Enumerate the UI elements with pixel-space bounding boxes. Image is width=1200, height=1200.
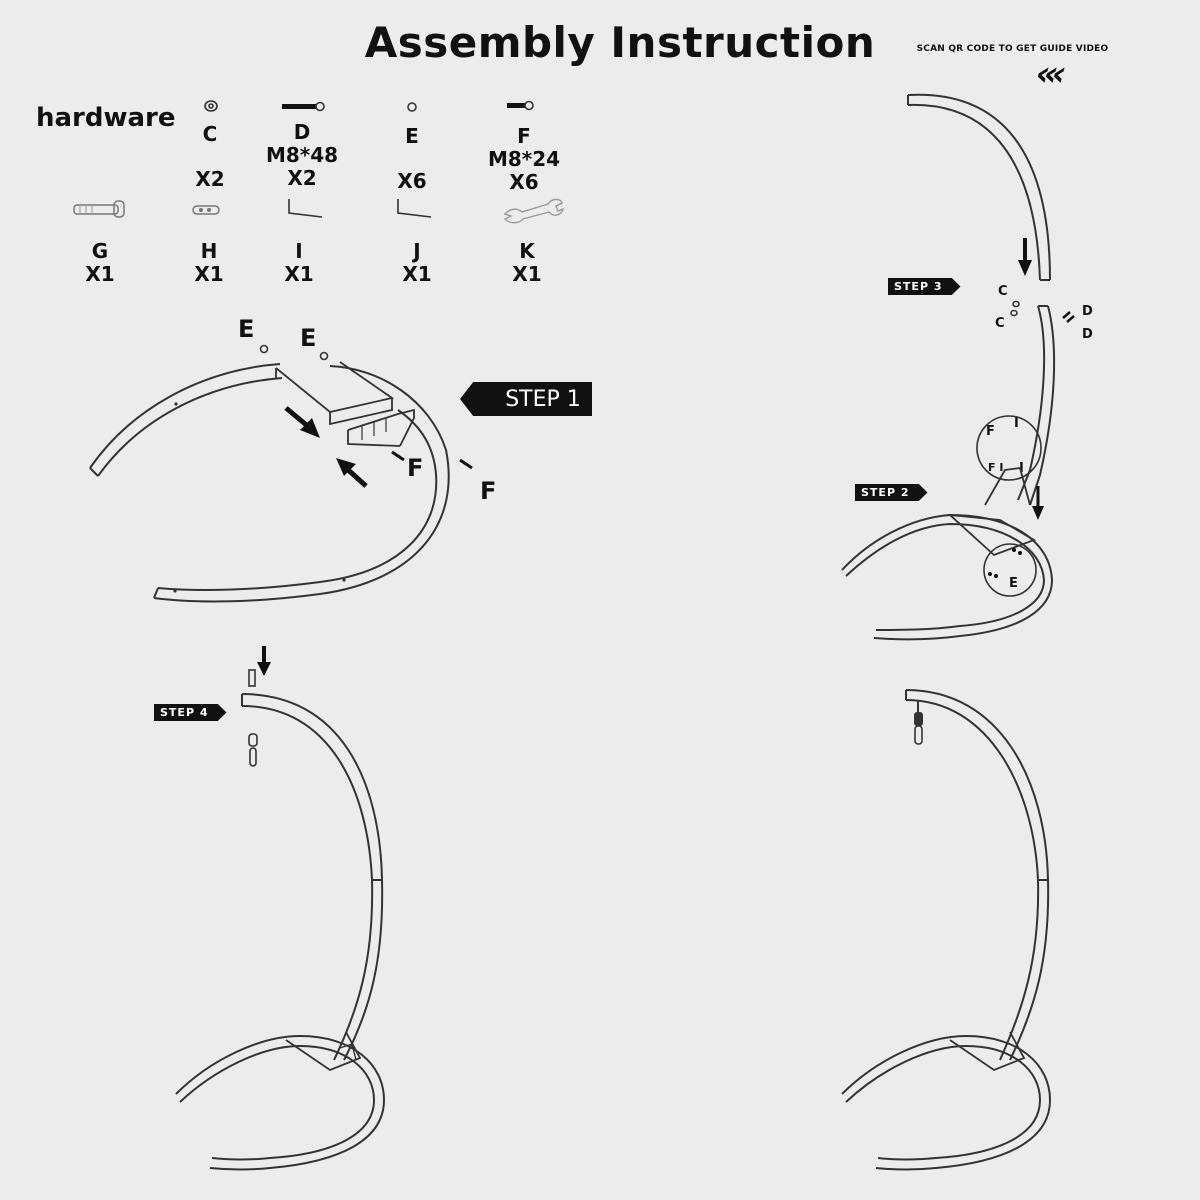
step1-callout-e: E (300, 324, 317, 352)
step3-detail-i: I (1014, 416, 1019, 431)
bolt-icon (73, 200, 125, 218)
hardware-item-f-qty: X6 (509, 170, 539, 194)
short-bolt-icon (459, 458, 473, 470)
step3-callout-c: C (998, 284, 1008, 299)
small-washer-icon (988, 548, 1022, 578)
page-title: Assembly Instruction (364, 18, 876, 67)
detail-circle (983, 543, 1037, 597)
step1-connector-plate (275, 361, 395, 426)
detail-circle (976, 415, 1042, 481)
hardware-item-d-letter: D (293, 120, 311, 144)
short-bolt-icon (507, 100, 534, 111)
hardware-item-i-letter: I (295, 239, 303, 263)
step3-lower-pole (1017, 305, 1056, 506)
short-bolt-icon (391, 450, 405, 462)
allen-key-icon (397, 199, 432, 218)
wrench-icon (503, 198, 565, 224)
step-3-tag: STEP 3 (888, 278, 961, 295)
step1-base-left-arc (89, 363, 283, 477)
step3-detail-fi: F I (988, 461, 1004, 474)
hardware-item-f-letter: F (517, 124, 531, 148)
hardware-item-g-qty: X1 (85, 262, 115, 286)
hardware-item-h-qty: X1 (194, 262, 224, 286)
step1-base-right-arc (153, 365, 450, 603)
step-4-tag: STEP 4 (154, 704, 227, 721)
hook-icon (914, 700, 923, 745)
pin-icon (192, 205, 220, 215)
allen-key-icon (288, 199, 323, 218)
hardware-item-i-qty: X1 (284, 262, 314, 286)
hardware-item-e-qty: X6 (397, 169, 427, 193)
step3-upper-arm (907, 93, 1051, 281)
bolt-icon (1062, 311, 1075, 323)
step2-callout-e: E (1009, 576, 1018, 591)
step1-callout-f: F (480, 477, 497, 505)
arrow-icon (257, 646, 271, 676)
small-washer-icon (407, 102, 417, 112)
hardware-item-k-letter: K (519, 239, 535, 263)
hardware-item-f-spec: M8*24 (487, 147, 561, 171)
hardware-item-c-qty: X2 (195, 167, 225, 191)
step1-callout-f: F (407, 454, 424, 482)
washer-icon (1010, 300, 1020, 317)
arrow-icon (284, 406, 320, 438)
hook-icon (248, 733, 258, 767)
step3-callout-c: C (995, 316, 1005, 331)
step-2-tag: STEP 2 (855, 484, 928, 501)
hardware-heading: hardware (36, 103, 176, 133)
step1-bracket (347, 408, 415, 447)
step4-stand (175, 693, 386, 1171)
hardware-item-d-spec: M8*48 (265, 143, 339, 167)
hardware-item-h-letter: H (200, 239, 218, 263)
step3-callout-d: D (1082, 304, 1093, 319)
step2-bracket (947, 467, 1037, 557)
washer-icon (259, 344, 269, 354)
step2-base (841, 513, 1054, 641)
arrow-icon (1032, 486, 1044, 520)
step3-detail-f: F (986, 424, 995, 439)
hardware-item-j-qty: X1 (402, 262, 432, 286)
bolt-icon (248, 669, 256, 687)
hardware-item-c-letter: C (202, 122, 218, 146)
washer-icon (204, 100, 218, 112)
arrow-icon (1018, 238, 1032, 276)
final-stand (841, 689, 1052, 1171)
step3-detail-i: I (1019, 461, 1024, 476)
washer-icon (319, 351, 329, 361)
qr-instruction: SCAN QR CODE TO GET GUIDE VIDEO (916, 44, 1109, 54)
hardware-item-e-letter: E (405, 124, 419, 148)
hardware-item-g-letter: G (91, 239, 109, 263)
hardware-item-j-letter: J (413, 239, 421, 263)
arrow-icon (336, 458, 368, 488)
step1-callout-e: E (238, 315, 255, 343)
hardware-item-k-qty: X1 (512, 262, 542, 286)
step3-callout-d: D (1082, 327, 1093, 342)
step-1-tag: STEP 1 (460, 382, 592, 416)
long-bolt-icon (282, 101, 325, 112)
hardware-item-d-qty: X2 (287, 166, 317, 190)
